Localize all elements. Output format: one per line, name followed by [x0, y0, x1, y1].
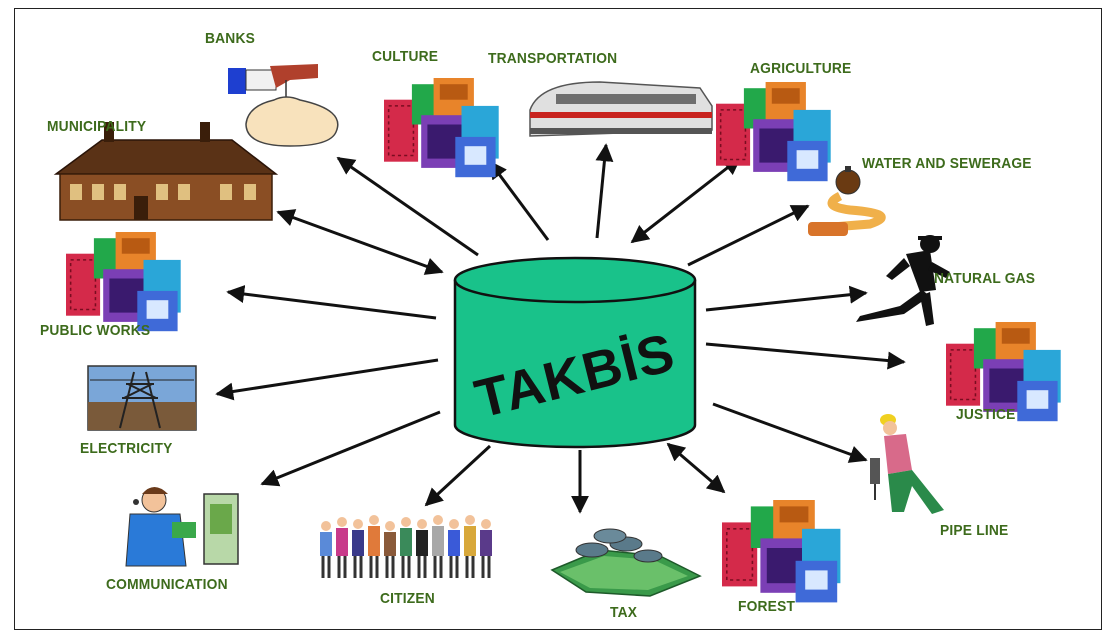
- arrow-electricity: [215, 358, 439, 401]
- money-bag-icon: [228, 64, 339, 147]
- pipe-valve-icon: [808, 166, 886, 236]
- arrow-citizen: [424, 444, 492, 507]
- node-label-forest: FOREST: [738, 598, 796, 615]
- cylinder-top: [453, 256, 697, 304]
- cylinder-body: [453, 280, 697, 449]
- arrow-municipality: [276, 209, 444, 275]
- arrow-transportation: [595, 143, 614, 239]
- arrow-justice: [705, 342, 906, 370]
- arrow-banks: [336, 156, 479, 257]
- jackhammer-worker-icon: [870, 414, 944, 514]
- train-icon: [529, 81, 713, 137]
- node-label-electricity: ELECTRICITY: [80, 440, 173, 457]
- arrow-culture: [488, 160, 550, 241]
- node-label-water-and-sewerage: WATER AND SEWERAGE: [862, 155, 1032, 172]
- arrow-pipe-line: [712, 402, 868, 463]
- power-tower-icon: [87, 365, 197, 431]
- arrow-communication: [260, 410, 441, 487]
- node-label-natural-gas: NATURAL GAS: [934, 270, 1036, 287]
- arrow-forest: [666, 442, 726, 494]
- node-label-citizen: CITIZEN: [380, 590, 435, 607]
- arrow-natural-gas: [705, 285, 868, 312]
- buildings-icon: [715, 81, 832, 182]
- node-label-municipality: MUNICIPALITY: [47, 118, 147, 135]
- buildings-icon: [383, 77, 500, 178]
- arrow-water: [687, 204, 810, 267]
- takbis-database-cylinder: [453, 256, 697, 449]
- node-label-communication: COMMUNICATION: [106, 576, 228, 593]
- node-label-banks: BANKS: [205, 30, 255, 47]
- node-label-justice: JUSTICE: [956, 406, 1016, 423]
- people-group-icon: [320, 515, 492, 578]
- node-label-pipe-line: PIPE LINE: [940, 522, 1009, 539]
- phone-operator-icon: [125, 487, 239, 567]
- running-worker-icon: [856, 235, 950, 326]
- house-icon: [53, 122, 279, 221]
- node-label-agriculture: AGRICULTURE: [750, 60, 852, 77]
- node-label-culture: CULTURE: [372, 48, 439, 65]
- arrow-agriculture: [630, 156, 742, 244]
- node-label-tax: TAX: [610, 604, 638, 621]
- buildings-icon: [65, 231, 182, 332]
- connection-arrows: [215, 143, 906, 514]
- node-label-transportation: TRANSPORTATION: [488, 50, 618, 67]
- node-label-public-works: PUBLIC WORKS: [40, 322, 151, 339]
- money-pile-icon: [550, 528, 702, 597]
- buildings-icon: [721, 499, 842, 604]
- arrow-public-works: [226, 285, 437, 320]
